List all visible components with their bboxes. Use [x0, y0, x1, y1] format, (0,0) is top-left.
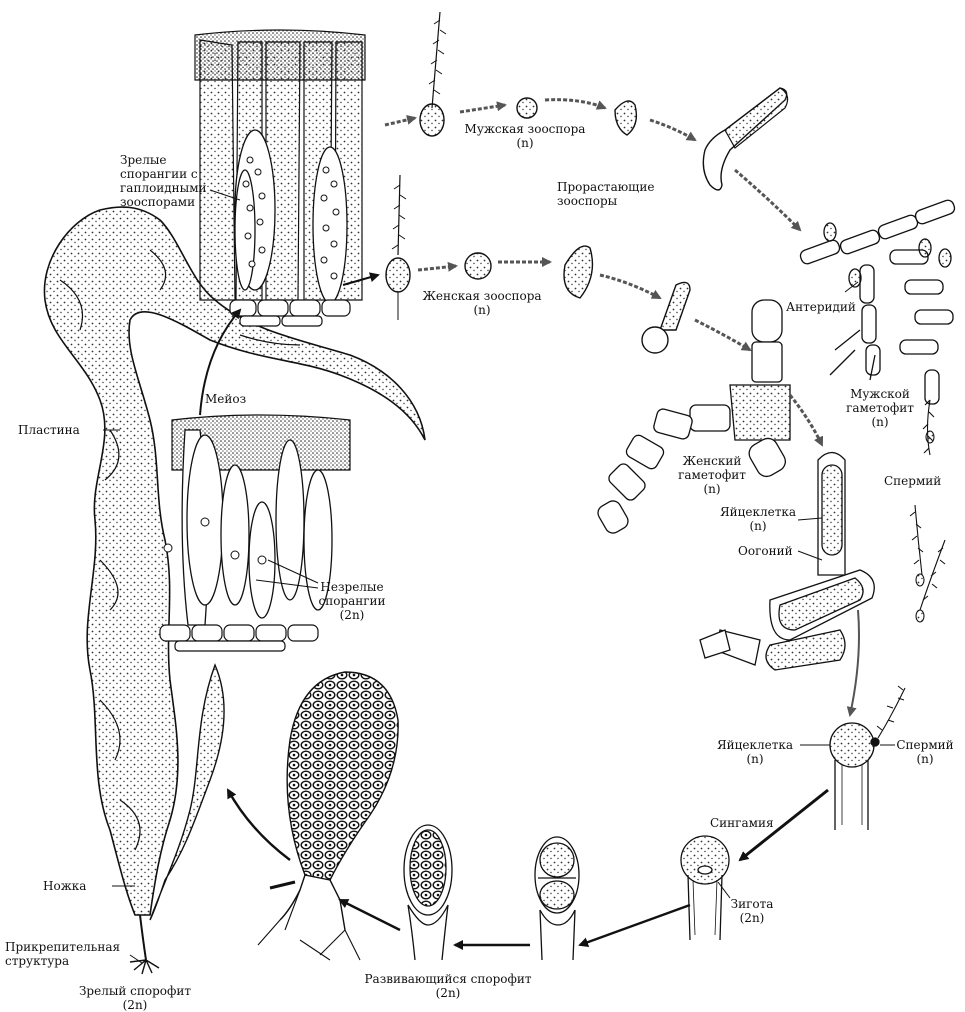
egg-bottom-text: Яйцеклетка [716, 738, 794, 752]
mature-sporangia-line-1: Зрелые [120, 153, 167, 167]
holdfast-line-1: Прикрепительная [5, 940, 121, 954]
sperm-bottom-text: Спермий [896, 738, 954, 752]
egg-bottom-ploidy: (n) [746, 752, 764, 766]
zygote-pointer [717, 881, 731, 899]
germinating-zoospores-line-1: Прорастающие [557, 180, 655, 194]
mature-sporophyte-drawing [43, 206, 426, 975]
male-zoospore-ploidy: (n) [516, 136, 534, 150]
two-cell-embryo-drawing [534, 836, 580, 961]
zygote-drawing [680, 835, 731, 941]
egg-bottom-label: Яйцеклетка (n) [717, 738, 793, 766]
mature-sporangia-inset [194, 29, 366, 327]
holdfast-pointer [129, 954, 143, 964]
immature-sporangia-inset [159, 414, 351, 652]
zygote-text: Зигота [730, 897, 774, 911]
germinating-zoospores-line-2: зооспоры [557, 194, 618, 208]
immature-sporangia-pointer-2 [255, 579, 319, 589]
developing-sporophyte-label: Развивающийся спорофит (2n) [364, 972, 531, 1000]
holdfast-line-2: структура [5, 954, 70, 968]
immature-sporangia-line-2: спорангии [318, 594, 386, 608]
fertilization-drawing [800, 685, 906, 830]
female-gametophyte-line-2: гаметофит [678, 468, 746, 482]
meiosis-label: Мейоз [205, 392, 247, 406]
kelp-blade-folds [59, 249, 301, 851]
to-developing-sporophyte-arrow [338, 898, 401, 932]
syngamy-arrow [738, 788, 829, 862]
blade-label: Пластина [18, 423, 80, 437]
female-gametophyte-line-1: Женский [682, 454, 742, 468]
oogonium-label: Оогоний [738, 544, 793, 558]
egg-top-ploidy: (n) [749, 519, 767, 533]
zygote-to-embryo-arrow [578, 903, 691, 947]
to-mature-sporophyte-arrow [226, 788, 291, 861]
female-gametophyte-drawing [597, 299, 824, 534]
female-zoospore-label: Женская зооспора (n) [422, 289, 541, 317]
female-gametophyte-ploidy: (n) [703, 482, 721, 496]
male-gametophyte-drawing [799, 199, 956, 405]
developing-sporophyte-text: Развивающийся спорофит [364, 972, 532, 986]
mature-sporangia-line-4: зооспорами [120, 195, 196, 209]
male-zoospore-text: Мужская зооспора [464, 122, 586, 136]
kelp-holdfast [129, 959, 160, 975]
sperm-bottom-ploidy: (n) [916, 752, 934, 766]
mature-sporophyte-label: Зрелый спорофит (2n) [79, 984, 191, 1012]
sperm-drawings [909, 399, 946, 623]
female-zoospore-ploidy: (n) [473, 303, 491, 317]
mature-sporangia-label: Зрелые спорангии с гаплоидными зооспорам… [120, 153, 207, 209]
egg-top-label: Яйцеклетка (n) [720, 505, 796, 533]
meiosis-arrow [199, 308, 242, 416]
immature-sporangia-label: Незрелые спорангии (2n) [318, 580, 385, 622]
male-gametophyte-ploidy: (n) [871, 415, 889, 429]
germinating-zoospores-label: Прорастающие зооспоры [557, 180, 654, 208]
developing-sporophyte-ploidy: (2n) [435, 986, 461, 1000]
antheridium-pointer [844, 281, 859, 293]
antheridium-label: Антеридий [786, 300, 856, 314]
female-zoospore-path [342, 174, 752, 354]
kelp-stipe [139, 914, 147, 961]
mature-sporophyte-text: Зрелый спорофит [78, 984, 192, 998]
male-gametophyte-line-2: гаметофит [846, 401, 914, 415]
male-zoospore-label: Мужская зооспора (n) [465, 122, 586, 150]
holdfast-label: Прикрепительная структура [5, 940, 120, 968]
syngamy-label: Сингамия [710, 816, 774, 830]
young-sporophyte-drawing [403, 824, 453, 961]
stipe-label: Ножка [43, 879, 87, 893]
mature-sporangia-line-2: спорангии с [120, 167, 198, 181]
egg-top-pointer [797, 517, 823, 521]
zygote-ploidy: (2n) [739, 911, 765, 925]
immature-sporangia-pointer-1 [267, 559, 319, 584]
sperm-top-label: Спермий [884, 474, 942, 488]
male-zoospore-cell [419, 103, 445, 137]
egg-oogonium-drawing [699, 451, 875, 717]
oogonium-pointer [797, 550, 823, 561]
male-gametophyte-label: Мужской гаметофит (n) [846, 387, 914, 429]
immature-sporangia-ploidy: (2n) [339, 608, 365, 622]
zygote-label: Зигота (2n) [731, 897, 774, 925]
kelp-blade-main [43, 206, 426, 916]
mature-sporophyte-ploidy: (2n) [122, 998, 148, 1012]
egg-top-text: Яйцеклетка [719, 505, 797, 519]
female-zoospore-text: Женская зооспора [422, 289, 542, 303]
mature-sporangia-pointer [209, 189, 241, 201]
mature-sporangia-line-3: гаплоидными [120, 181, 207, 195]
immature-sporangia-line-1: Незрелые [320, 580, 384, 594]
developing-sporophyte-drawing [257, 671, 399, 961]
male-zoospore-path [384, 11, 802, 232]
female-gametophyte-label: Женский гаметофит (n) [678, 454, 746, 496]
sperm-bottom-label: Спермий (n) [896, 738, 953, 766]
male-gametophyte-line-1: Мужской [850, 387, 910, 401]
kelp-second-blade [149, 663, 225, 921]
